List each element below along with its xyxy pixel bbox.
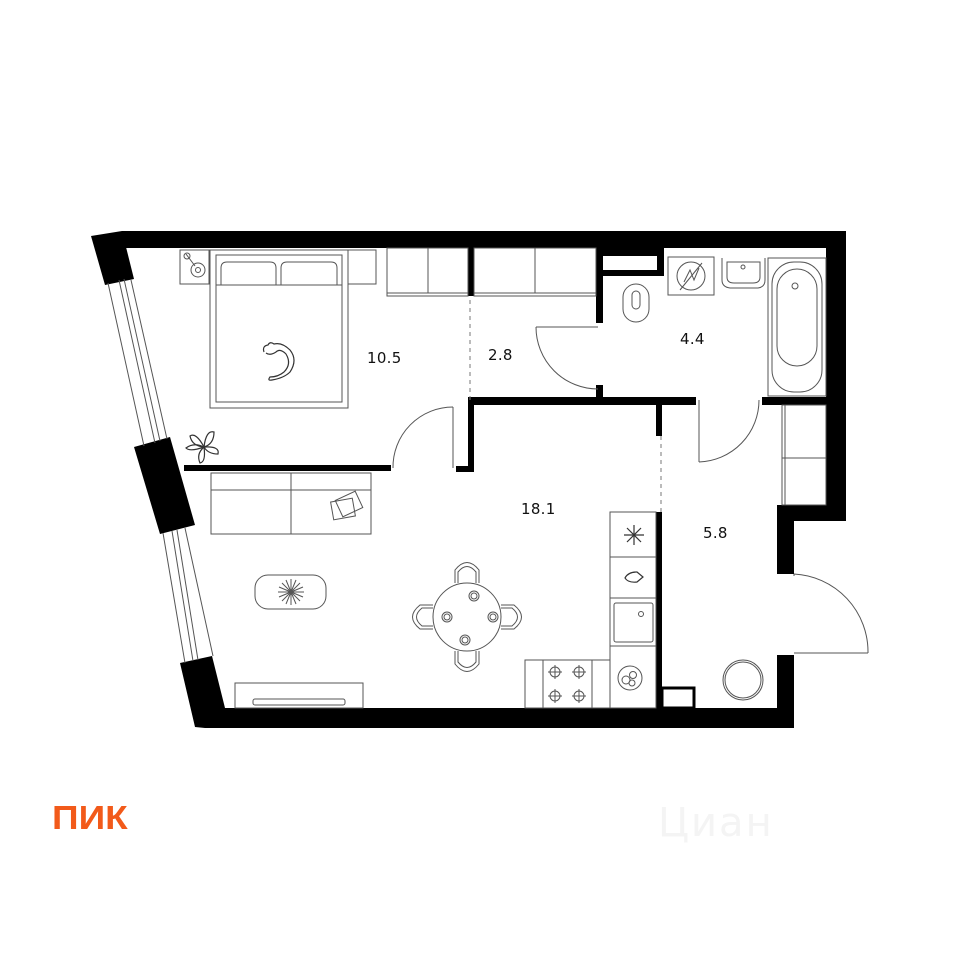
- brand-logo: ПИК: [52, 799, 128, 836]
- nightstand-left: [179, 249, 210, 285]
- area-label-bedroom: 10.5: [367, 349, 402, 367]
- cushion-icon: [330, 490, 364, 521]
- door-bathroom: [535, 326, 599, 390]
- sink-icon: [613, 602, 654, 643]
- toilet-icon: [622, 283, 650, 323]
- door-bedroom: [392, 406, 454, 469]
- area-label-kitchen-living: 18.1: [521, 500, 556, 518]
- bathtub-icon: [767, 257, 827, 397]
- washbasin-icon: [721, 258, 766, 289]
- round-rug: [722, 659, 764, 701]
- freezer-icon: [624, 525, 644, 545]
- plant-icon: [185, 431, 219, 464]
- dining-table: [412, 562, 522, 672]
- wardrobe-hall: [473, 247, 597, 297]
- window-lower: [162, 527, 214, 664]
- fruit-bowl-icon: [617, 665, 643, 691]
- cat-icon: [262, 342, 295, 381]
- door-entrance: [793, 573, 869, 654]
- sofa: [210, 472, 372, 535]
- bed: [209, 249, 349, 409]
- interior-walls: [184, 248, 846, 710]
- kitchen-counter: [524, 511, 657, 709]
- window-upper: [107, 278, 168, 447]
- door-hallway-bath: [698, 399, 760, 463]
- water-drop-icon: [624, 571, 644, 583]
- area-label-hallway: 5.8: [703, 524, 728, 542]
- coffee-table: [254, 574, 327, 610]
- tv-stand: [234, 682, 364, 709]
- watermark: Циан: [658, 800, 774, 846]
- flower-icon: [278, 579, 304, 605]
- nightstand-right: [347, 249, 377, 285]
- wardrobe-bedroom: [386, 247, 469, 297]
- area-label-wardrobe: 2.8: [488, 346, 513, 364]
- stove-icon: [548, 665, 586, 703]
- hallway-wardrobe: [781, 404, 827, 506]
- washing-machine-icon: [667, 256, 715, 296]
- area-label-bathroom: 4.4: [680, 330, 705, 348]
- outer-walls: [91, 231, 846, 728]
